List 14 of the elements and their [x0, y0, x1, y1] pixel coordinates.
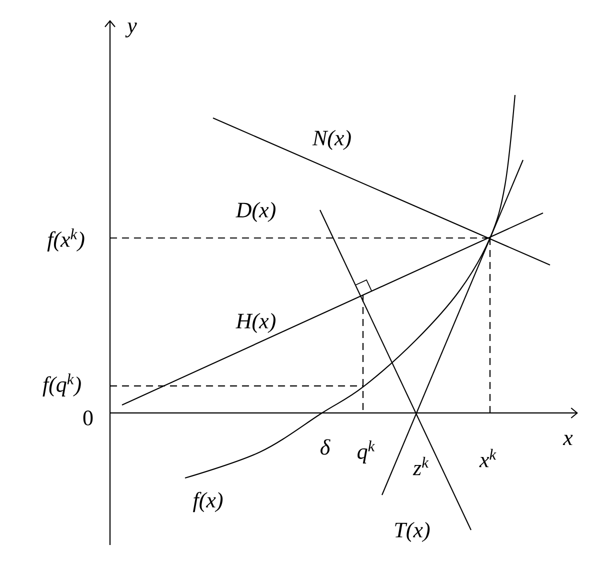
math-label: δ — [320, 439, 330, 455]
math-label: q$^{k}$ — [358, 440, 375, 464]
math-label: H(x) — [236, 313, 276, 333]
math-label: 0 — [83, 410, 93, 426]
math-label: f(x) — [193, 492, 223, 512]
math-label: z$^{k}$ — [412, 456, 429, 476]
math-label: T(x) — [395, 522, 430, 542]
math-label: f(x$^{k}$) — [47, 228, 84, 252]
math-label: D(x) — [236, 202, 276, 222]
math-label: x — [562, 434, 573, 446]
math-label: y — [125, 22, 137, 38]
math-label: f(q$^{k}$) — [42, 374, 81, 396]
math-label: N(x) — [312, 130, 351, 150]
math-label: x$^{k}$ — [479, 448, 496, 468]
